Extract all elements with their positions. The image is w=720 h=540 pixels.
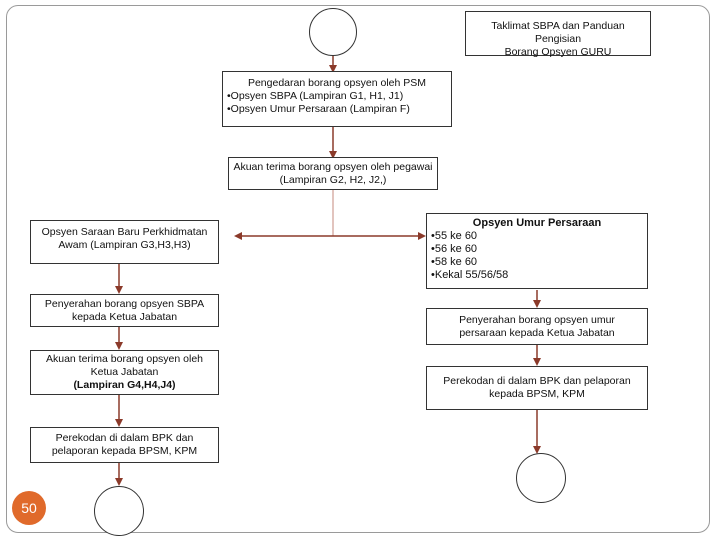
box-opsyen-saraan: Opsyen Saraan Baru Perkhidmatan Awam (La…	[30, 220, 219, 264]
opsyen-saraan-line2: Awam (Lampiran G3,H3,H3)	[58, 239, 191, 251]
perekodan-kanan-line1: Perekodan di dalam BPK dan pelaporan	[443, 375, 631, 387]
start-node	[309, 8, 357, 56]
penyerahan-umur-line1: Penyerahan borang opsyen umur	[459, 314, 615, 326]
box-perekodan-kiri: Perekodan di dalam BPK dan pelaporan kep…	[30, 427, 219, 463]
penyerahan-sbpa-line2: kepada Ketua Jabatan	[71, 311, 178, 323]
page-number-badge: 50	[12, 491, 46, 525]
perekodan-kiri-line2: pelaporan kepada BPSM, KPM	[51, 445, 198, 457]
akuan-pegawai-line1: Akuan terima borang opsyen oleh pegawai	[233, 161, 433, 173]
box-opsyen-umur: Opsyen Umur Persaraan •55 ke 60 •56 ke 6…	[426, 213, 648, 289]
akuan-pegawai-line2: (Lampiran G2, H2, J2,)	[279, 174, 387, 186]
opsyen-umur-item: •56 ke 60	[431, 243, 478, 255]
akuan-ketua-line1: Akuan terima borang opsyen oleh	[45, 353, 204, 365]
box-penyerahan-sbpa: Penyerahan borang opsyen SBPA kepada Ket…	[30, 294, 219, 327]
pengedaran-line2: •Opsyen SBPA (Lampiran G1, H1, J1)	[227, 90, 404, 102]
end-node-right	[516, 453, 566, 503]
box-akuan-ketua: Akuan terima borang opsyen oleh Ketua Ja…	[30, 350, 219, 395]
opsyen-umur-item: •58 ke 60	[431, 256, 478, 268]
perekodan-kiri-line1: Perekodan di dalam BPK dan	[55, 432, 194, 444]
box-akuan-pegawai: Akuan terima borang opsyen oleh pegawai …	[228, 157, 438, 190]
box-taklimat: Taklimat SBPA dan Panduan Pengisian Bora…	[465, 11, 651, 58]
pengedaran-line3: •Opsyen Umur Persaraan (Lampiran F)	[227, 103, 410, 115]
box-pengedaran: Pengedaran borang opsyen oleh PSM •Opsye…	[222, 71, 452, 127]
opsyen-umur-item: •55 ke 60	[431, 230, 478, 242]
opsyen-umur-item: •Kekal 55/56/58	[431, 269, 509, 281]
perekodan-kanan-line2: kepada BPSM, KPM	[489, 388, 585, 400]
taklimat-line1: Taklimat SBPA dan Panduan Pengisian	[491, 20, 625, 45]
penyerahan-sbpa-line1: Penyerahan borang opsyen SBPA	[44, 298, 205, 310]
slide-frame	[6, 5, 710, 533]
taklimat-line2: Borang Opsyen GURU	[504, 46, 612, 58]
akuan-ketua-line3: (Lampiran G4,H4,J4)	[73, 379, 176, 391]
box-penyerahan-umur: Penyerahan borang opsyen umur persaraan …	[426, 308, 648, 345]
end-node-left	[94, 486, 144, 536]
pengedaran-line1: Pengedaran borang opsyen oleh PSM	[247, 77, 427, 89]
opsyen-umur-title: Opsyen Umur Persaraan	[472, 217, 602, 229]
box-perekodan-kanan: Perekodan di dalam BPK dan pelaporan kep…	[426, 366, 648, 410]
penyerahan-umur-line2: persaraan kepada Ketua Jabatan	[459, 327, 615, 339]
akuan-ketua-line2: Ketua Jabatan	[90, 366, 159, 378]
opsyen-saraan-line1: Opsyen Saraan Baru Perkhidmatan	[41, 226, 208, 238]
